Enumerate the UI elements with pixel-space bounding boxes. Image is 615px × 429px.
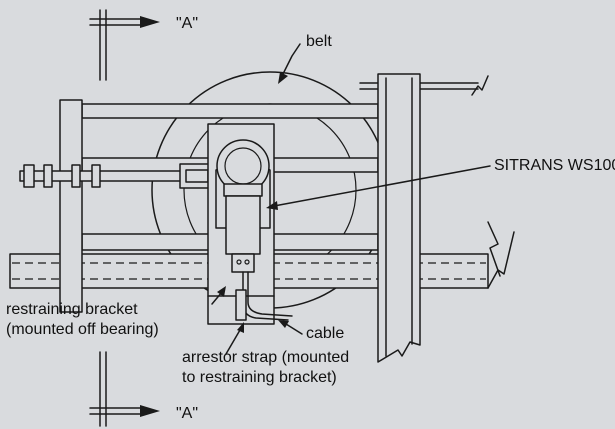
sitrans-label: SITRANS WS100 (494, 157, 615, 174)
frame-bar-top (81, 103, 379, 119)
arrestor-strap-label-line1: arrestor strap (mounted (182, 349, 350, 366)
takeup-screw (19, 163, 231, 189)
cable-label: cable (306, 325, 345, 342)
leader-lines (211, 43, 491, 355)
restraining-bracket-label-line1: restraining bracket (6, 301, 138, 318)
section-label-bottom: "A" (176, 405, 199, 422)
section-marker-top (89, 9, 160, 81)
section-marker-bottom (89, 351, 160, 427)
section-label-top: "A" (176, 15, 199, 32)
belt-label: belt (306, 33, 332, 50)
frame-post-right (377, 73, 421, 363)
restraining-bracket-label-line2: (mounted off bearing) (6, 321, 159, 338)
frame-post-left (59, 99, 83, 313)
cable-and-strap (235, 271, 293, 321)
sitrans-sensor (215, 139, 271, 273)
arrestor-strap-label-line2: to restraining bracket) (182, 369, 337, 386)
